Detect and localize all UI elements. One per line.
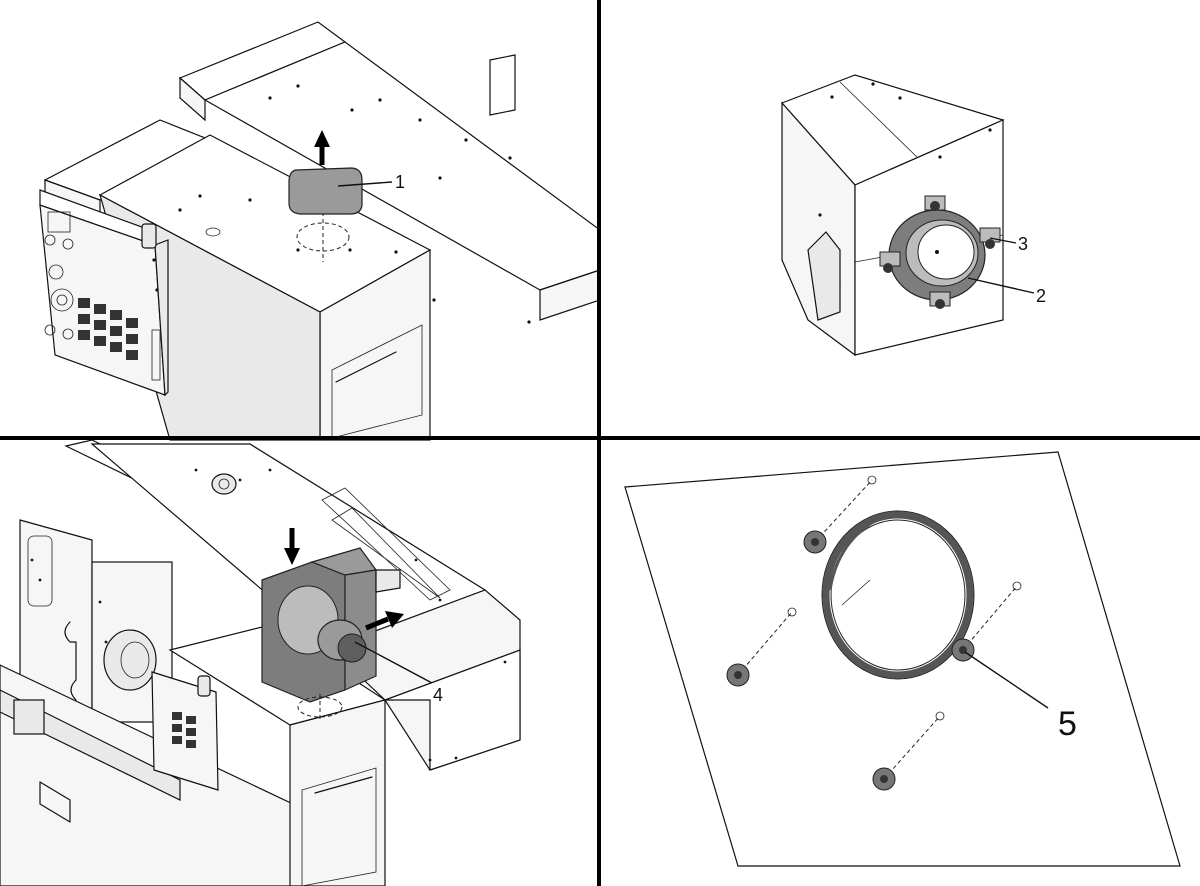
lift-up-arrow-icon [314, 130, 330, 165]
pendant-grille [78, 298, 138, 360]
panel-3-blower-install: 4 [0, 439, 521, 886]
mounting-ring [821, 510, 975, 680]
pendant-grille-small [172, 712, 196, 748]
push-right-arrow-icon [365, 611, 404, 631]
callout-2: 2 [1036, 286, 1046, 306]
panel-1-remove-cover: 1 [39, 21, 601, 441]
mounting-nuts [726, 475, 1022, 791]
vent-cover-part [288, 167, 363, 215]
lower-down-arrow-icon [284, 528, 300, 565]
callout-5: 5 [1058, 705, 1077, 743]
fastener-dots-panel1 [152, 84, 531, 324]
callout-4: 4 [433, 685, 443, 705]
panel-4-flange-mount: 5 [624, 451, 1181, 867]
fastener-dots-panel3 [30, 468, 507, 762]
ring-flange-part [888, 209, 986, 301]
blower-unit-part [261, 547, 401, 703]
callout-3: 3 [1018, 234, 1028, 254]
panel-2-vent-box: 3 2 [780, 74, 1046, 357]
callout-1: 1 [395, 172, 405, 192]
